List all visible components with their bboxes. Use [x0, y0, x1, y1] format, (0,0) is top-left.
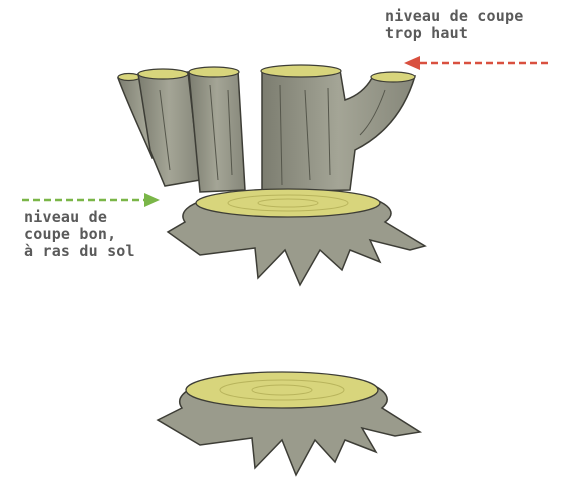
- trunk-big-cut: [261, 65, 341, 77]
- lower-stump: [158, 372, 420, 475]
- trunk-right-branch-cut: [371, 72, 415, 82]
- label-cut-too-high-line-1: niveau de coupe: [385, 8, 523, 25]
- label-cut-good-line-1: niveau de: [24, 209, 135, 226]
- label-cut-good-line-2: coupe bon,: [24, 226, 135, 243]
- label-cut-too-high: niveau de coupe trop haut: [385, 8, 523, 42]
- trunk-middle-cut: [189, 67, 239, 77]
- upper-stump: [168, 189, 425, 285]
- label-cut-good: niveau de coupe bon, à ras du sol: [24, 209, 135, 260]
- arrow-cut-too-high: [404, 56, 548, 70]
- trunk-second-cut: [138, 69, 188, 79]
- label-cut-good-line-3: à ras du sol: [24, 243, 135, 260]
- arrow-cut-good: [22, 193, 160, 207]
- label-cut-too-high-line-2: trop haut: [385, 25, 523, 42]
- trunk-big: [262, 70, 415, 192]
- cut-trunks-illustration: [118, 65, 415, 192]
- left-branch-cut: [118, 74, 140, 81]
